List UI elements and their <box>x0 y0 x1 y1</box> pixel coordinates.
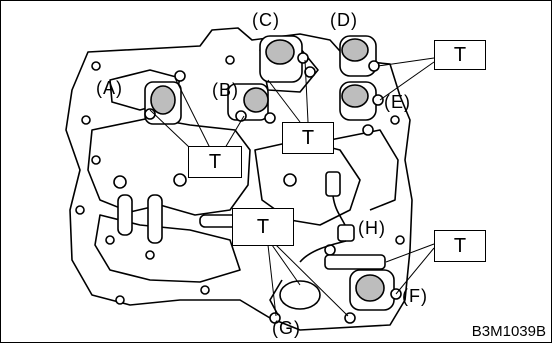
torque-marker-t: T <box>434 230 486 262</box>
connector-h <box>299 171 355 263</box>
oil-passage <box>94 214 241 283</box>
solenoid-f <box>324 254 402 311</box>
torque-marker-t: T <box>434 40 486 70</box>
leader-lines <box>149 57 435 317</box>
torque-marker-t: T <box>282 122 334 154</box>
figure-code: B3M1039B <box>471 323 546 340</box>
label-h: (H) <box>358 218 386 238</box>
solenoid-c <box>259 35 316 83</box>
torque-marker-t: T <box>232 208 294 246</box>
solenoid-b <box>227 83 276 124</box>
solenoid-e <box>339 81 384 136</box>
label-d: (D) <box>330 10 358 30</box>
label-c: (C) <box>252 10 280 30</box>
oil-passage <box>329 129 399 211</box>
part-g <box>269 279 321 316</box>
valve-bores <box>117 194 241 244</box>
label-f: (F) <box>402 286 428 306</box>
solenoid-a <box>144 70 186 125</box>
label-e: (E) <box>384 92 411 112</box>
oil-passage <box>87 117 251 216</box>
label-b: (B) <box>212 80 239 100</box>
torque-marker-t: T <box>188 146 242 178</box>
solenoid-d <box>339 35 380 77</box>
label-g: (G) <box>272 318 301 338</box>
label-a: (A) <box>96 78 123 98</box>
